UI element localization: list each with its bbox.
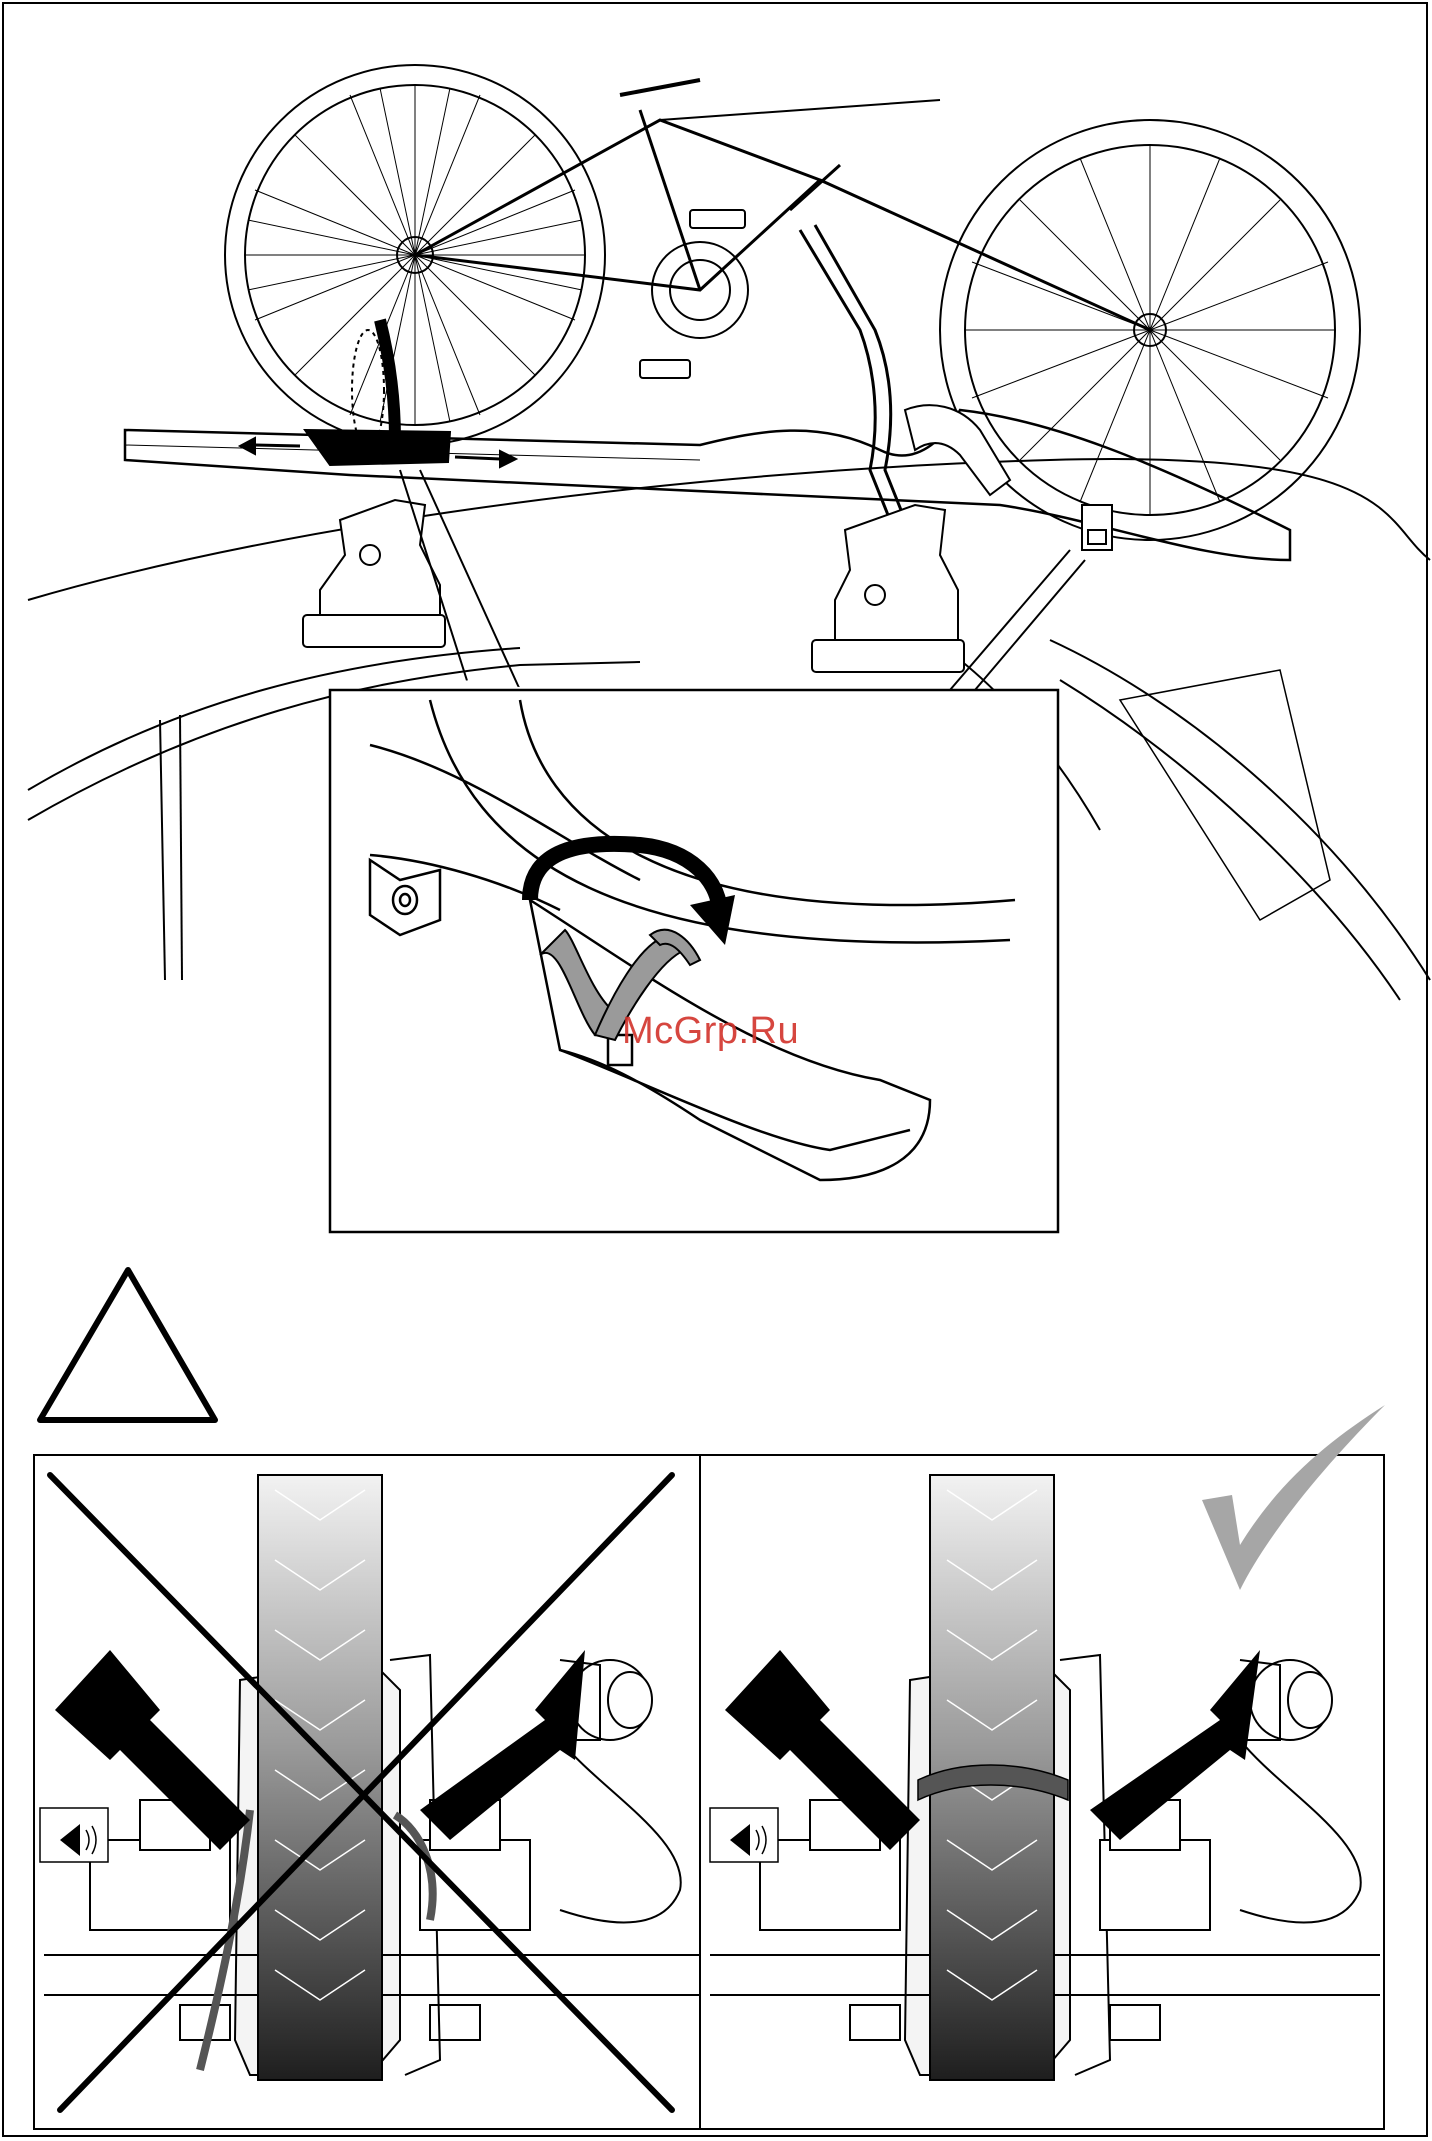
strap-wrap-detail-illustration (330, 680, 1058, 1232)
correct-strap-illustration (710, 1405, 1385, 2080)
watermark-text: McGrp.Ru (622, 1010, 799, 1053)
warning-triangle-icon (40, 1270, 215, 1420)
incorrect-strap-illustration (40, 1475, 700, 2110)
checkmark-icon (1202, 1405, 1385, 1590)
